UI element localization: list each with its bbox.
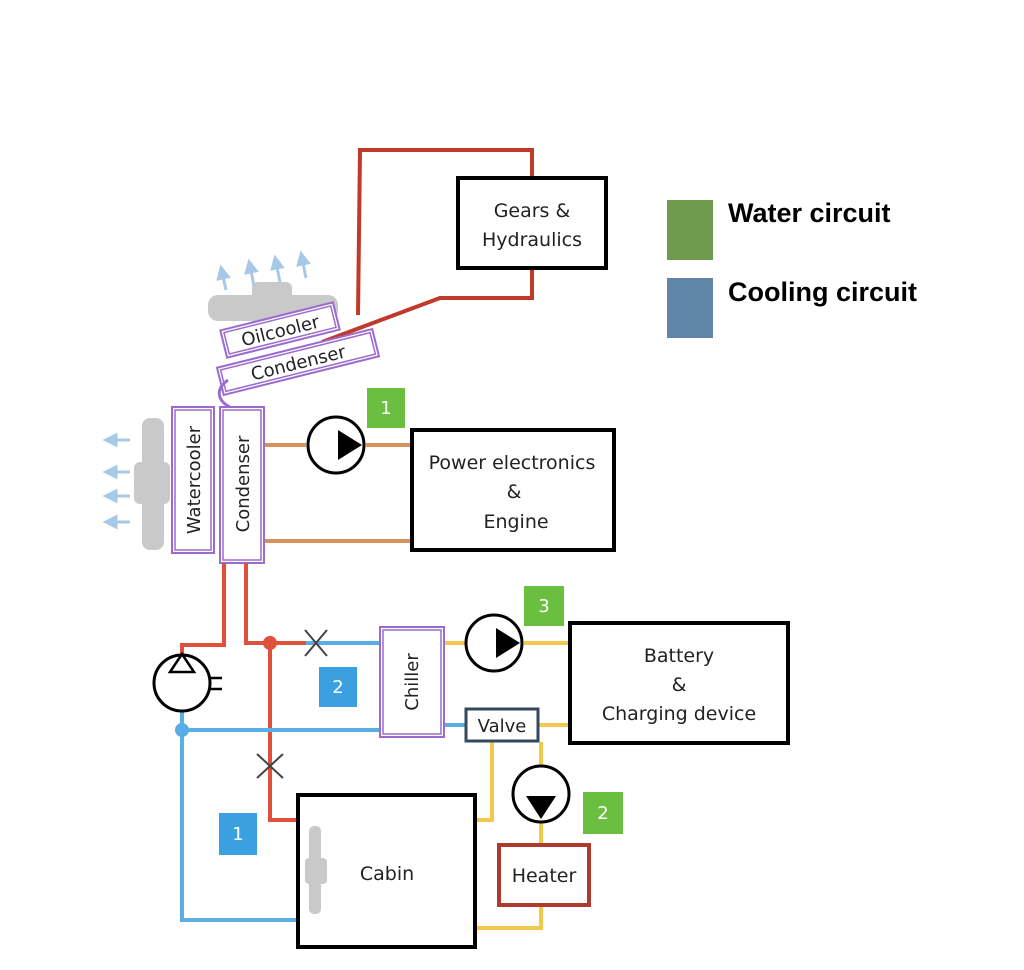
badge-pump-power: 1 xyxy=(367,388,405,428)
air-flow-arrow-icon xyxy=(102,432,130,530)
watercooler-label: Watercooler xyxy=(184,425,205,534)
svg-text:3: 3 xyxy=(538,596,549,617)
compressor-icon xyxy=(152,651,222,713)
power-label-2: & xyxy=(507,481,522,503)
air-flow-arrow-icon xyxy=(216,250,311,291)
badge-pump-heater: 2 xyxy=(583,792,623,834)
badge-cooling-1: 1 xyxy=(219,813,257,855)
fan-icon xyxy=(305,826,327,914)
legend-water-label: Water circuit xyxy=(728,198,891,228)
junction-dot-icon xyxy=(175,723,189,737)
heater-box: Heater xyxy=(497,843,591,907)
chiller-box: Chiller xyxy=(379,626,445,738)
legend-water-swatch xyxy=(667,200,713,260)
expansion-valve-icon xyxy=(256,753,284,779)
power-label-3: Engine xyxy=(483,511,548,533)
svg-text:2: 2 xyxy=(597,803,608,824)
cooling-circuit-lines xyxy=(180,641,466,922)
cabin-label: Cabin xyxy=(360,863,414,885)
condenser-side-label: Condenser xyxy=(233,435,254,532)
gears-label-1: Gears & xyxy=(494,200,571,222)
battery-label-1: Battery xyxy=(644,645,714,667)
watercooler-box: Watercooler xyxy=(171,406,215,554)
gears-label-2: Hydraulics xyxy=(482,229,582,251)
fan-icon xyxy=(134,418,170,550)
expansion-valve-icon xyxy=(304,629,328,657)
legend: Water circuit Cooling circuit xyxy=(667,198,917,338)
pump-icon xyxy=(306,415,366,475)
pump-icon xyxy=(511,764,571,824)
gears-hydraulics-box: Gears & Hydraulics xyxy=(456,176,608,270)
power-electronics-box: Power electronics & Engine xyxy=(410,428,616,552)
battery-circuit-lines xyxy=(444,641,570,930)
battery-label-3: Charging device xyxy=(602,703,756,725)
svg-text:1: 1 xyxy=(232,824,243,845)
badge-pump-battery: 3 xyxy=(524,586,564,626)
power-label-1: Power electronics xyxy=(429,452,596,474)
legend-cooling-label: Cooling circuit xyxy=(728,277,917,307)
battery-label-2: & xyxy=(672,674,687,696)
legend-cooling-swatch xyxy=(667,278,713,338)
chiller-label: Chiller xyxy=(402,653,423,711)
condenser-side-box: Condenser xyxy=(219,406,265,564)
valve-box: Valve xyxy=(464,707,540,743)
cabin-box: Cabin xyxy=(296,793,477,949)
battery-box: Battery & Charging device xyxy=(568,621,790,745)
heater-label: Heater xyxy=(512,865,577,887)
water-circuit-lines xyxy=(264,443,412,543)
svg-text:1: 1 xyxy=(380,398,391,419)
refrigerant-lines xyxy=(180,563,306,822)
valve-label: Valve xyxy=(478,716,527,737)
junction-dot-icon xyxy=(263,636,277,650)
pump-icon xyxy=(464,613,524,673)
badge-cooling-2: 2 xyxy=(319,667,357,707)
oil-circuit-lines xyxy=(321,148,534,344)
svg-text:2: 2 xyxy=(332,677,343,698)
